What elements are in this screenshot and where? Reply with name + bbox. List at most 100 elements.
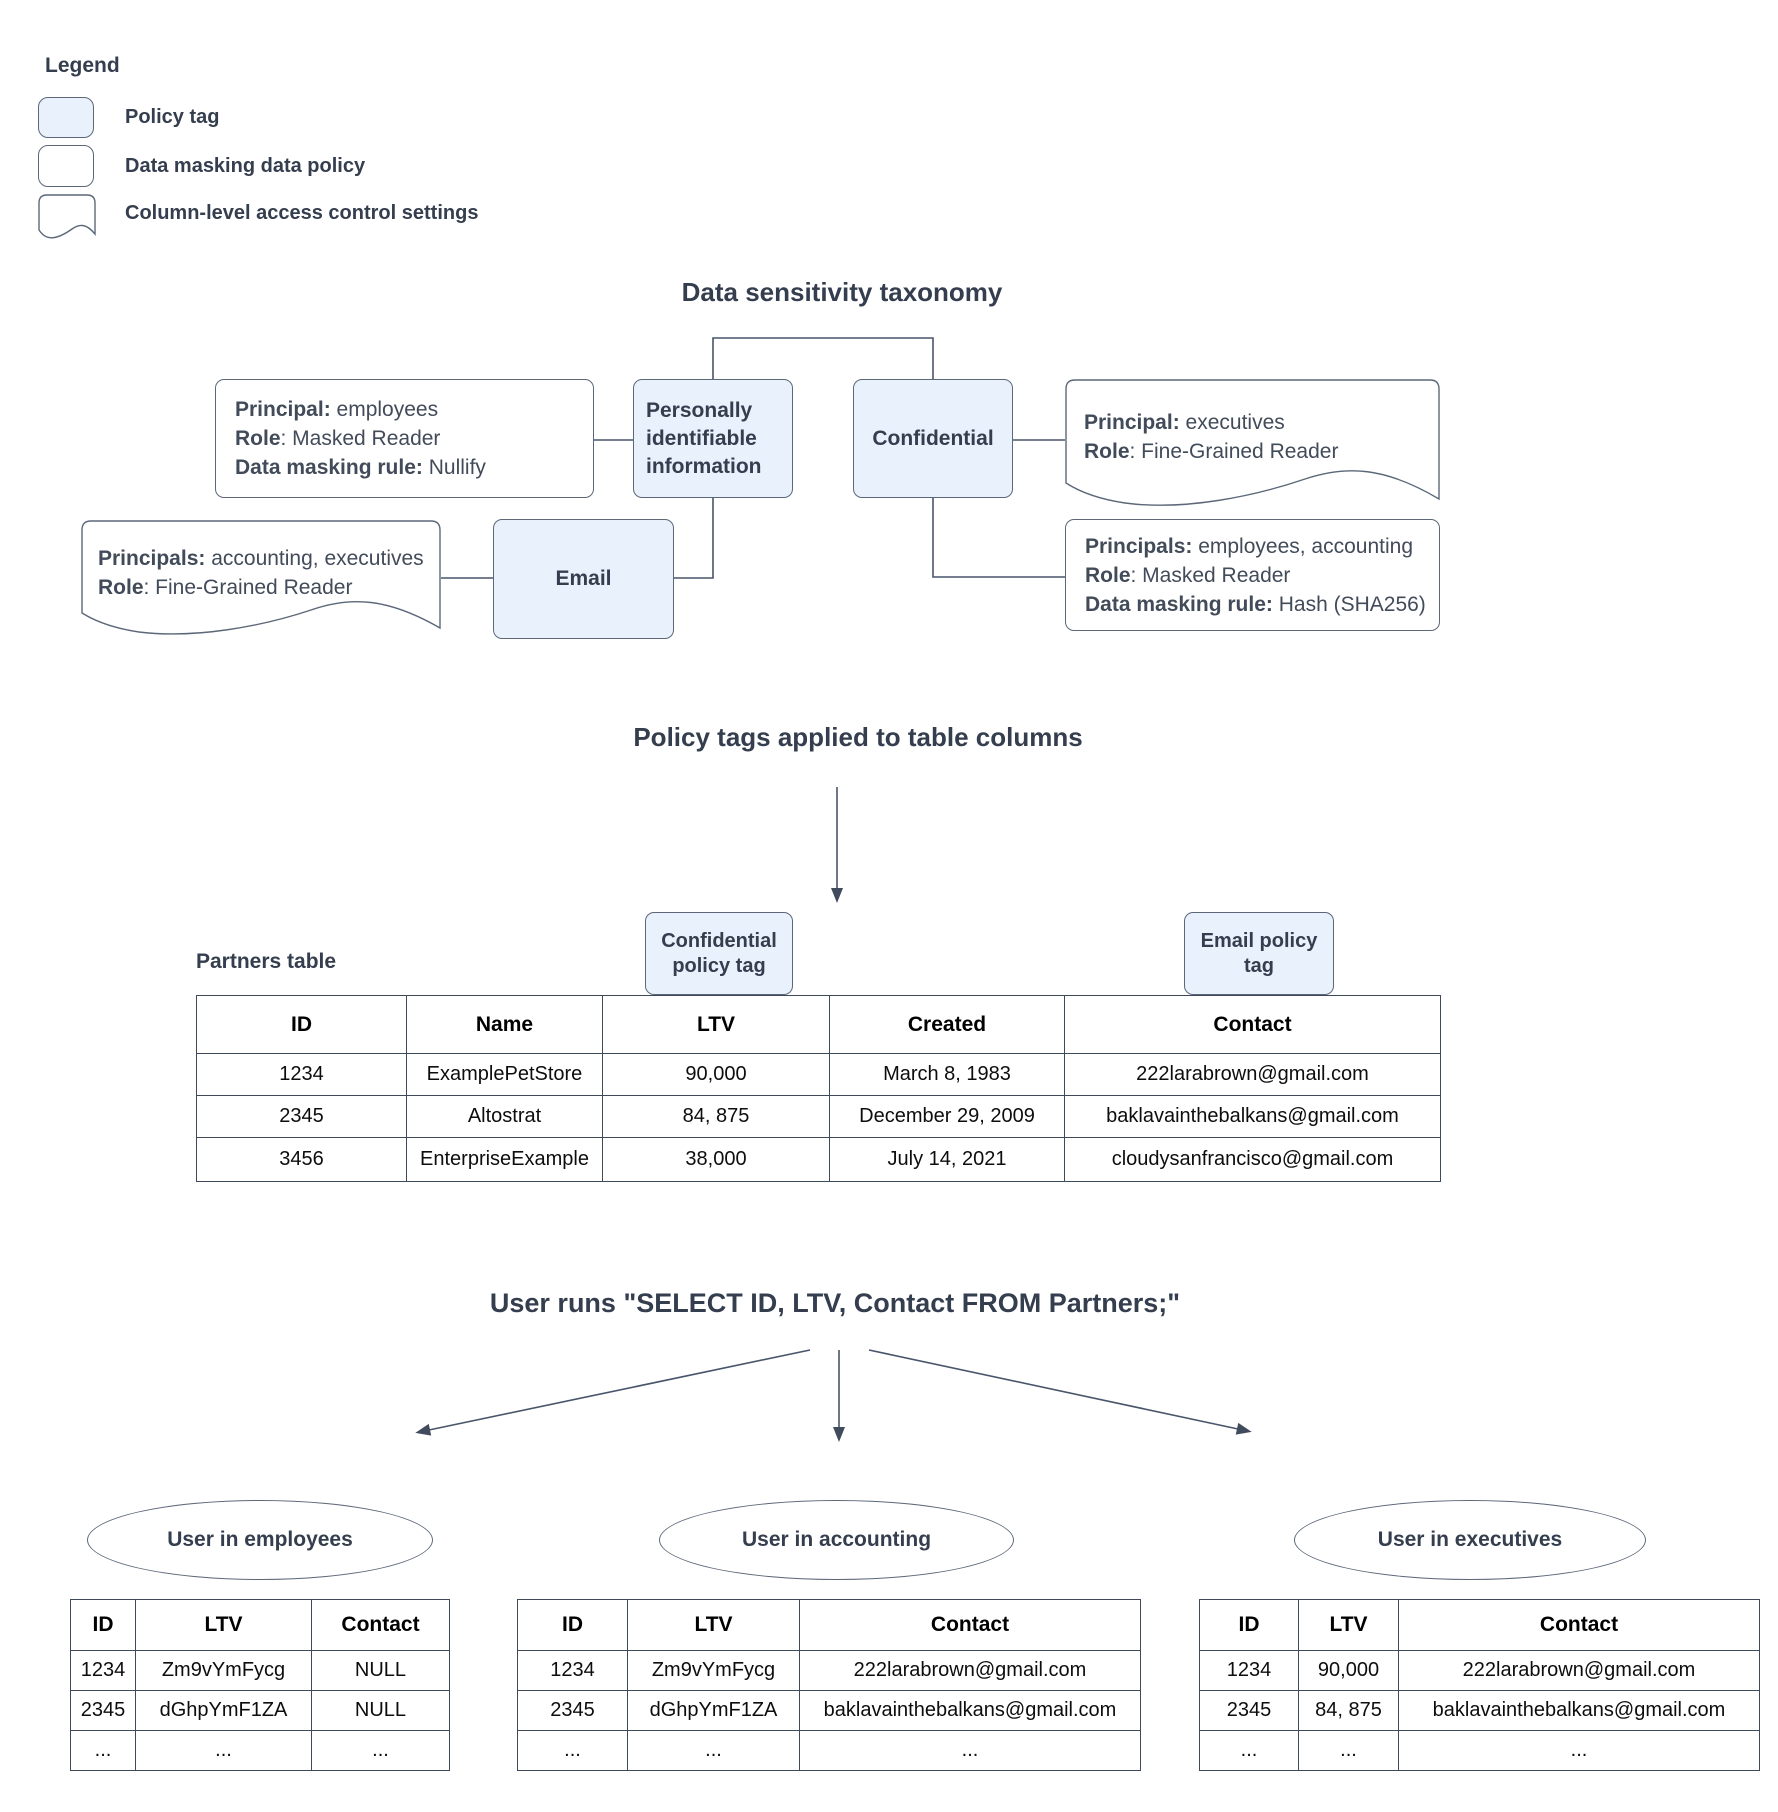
table-row: 2345 dGhpYmF1ZA baklavainthebalkans@gmai… [517, 1690, 1141, 1731]
cell: March 8, 1983 [829, 1053, 1065, 1096]
policy-label: Data masking rule: [235, 456, 423, 479]
column-header: ID [196, 995, 407, 1054]
cell: 2345 [196, 1095, 407, 1138]
employees-result-table: ID LTV Contact 1234 Zm9vYmFycg NULL 2345… [70, 1599, 450, 1771]
data-masking-policy-hash: Principals: employees, accounting Role: … [1065, 519, 1440, 631]
cell: ... [517, 1730, 628, 1771]
table-row: 1234 Zm9vYmFycg 222larabrown@gmail.com [517, 1650, 1141, 1691]
cell: 90,000 [1298, 1650, 1399, 1691]
cell: 222larabrown@gmail.com [1064, 1053, 1441, 1096]
cell: ... [627, 1730, 800, 1771]
policy-value: : Masked Reader [1130, 563, 1291, 587]
cell: NULL [311, 1690, 450, 1731]
confidential-policy-tag-badge: Confidential policy tag [645, 912, 793, 995]
column-access-control-swatch-icon [38, 194, 96, 239]
data-masking-policy-employees: Principal: employees Role: Masked Reader… [215, 379, 594, 498]
cell: 2345 [517, 1690, 628, 1731]
policy-value: : Fine-Grained Reader [143, 575, 353, 599]
column-header: Contact [1398, 1599, 1760, 1651]
cell: ... [799, 1730, 1141, 1771]
table-row: ... ... ... [70, 1730, 450, 1771]
table-row: 2345 84, 875 baklavainthebalkans@gmail.c… [1199, 1690, 1760, 1731]
column-header: ID [517, 1599, 628, 1651]
user-accounting-ellipse: User in accounting [659, 1500, 1014, 1580]
column-header: Name [406, 995, 603, 1054]
table-row: 3456 EnterpriseExample 38,000 July 14, 2… [196, 1137, 1441, 1182]
column-header: Created [829, 995, 1065, 1054]
partners-header-row: ID Name LTV Created Contact [196, 995, 1441, 1054]
column-header: Contact [311, 1599, 450, 1651]
table-row: ... ... ... [1199, 1730, 1760, 1771]
accounting-result-table: ID LTV Contact 1234 Zm9vYmFycg 222larabr… [517, 1599, 1141, 1771]
partners-table-label: Partners table [196, 950, 337, 973]
cell: July 14, 2021 [829, 1137, 1065, 1182]
table-row: 1234 90,000 222larabrown@gmail.com [1199, 1650, 1760, 1691]
cell: 1234 [70, 1650, 136, 1691]
policy-value: accounting, executives [205, 546, 424, 570]
policy-tag-node-pii: Personally identifiable information [633, 379, 793, 498]
legend-item-data-masking: Data masking data policy [125, 155, 366, 177]
bracket-connector [712, 337, 934, 379]
table-row: 1234 ExamplePetStore 90,000 March 8, 198… [196, 1053, 1441, 1096]
cell: 3456 [196, 1137, 407, 1182]
cell: EnterpriseExample [406, 1137, 603, 1182]
policy-section-title: Policy tags applied to table columns [633, 722, 1083, 752]
header-row: ID LTV Contact [70, 1599, 450, 1651]
cell: dGhpYmF1ZA [627, 1690, 800, 1731]
policy-label: Role [1085, 563, 1131, 587]
cell: 2345 [70, 1690, 136, 1731]
cell: dGhpYmF1ZA [135, 1690, 312, 1731]
table-row: 2345 dGhpYmF1ZA NULL [70, 1690, 450, 1731]
cell: ... [1298, 1730, 1399, 1771]
cell: ExamplePetStore [406, 1053, 603, 1096]
query-title: User runs "SELECT ID, LTV, Contact FROM … [489, 1288, 1181, 1318]
cell: 222larabrown@gmail.com [1398, 1650, 1760, 1691]
cell: baklavainthebalkans@gmail.com [1064, 1095, 1441, 1138]
fan-arrow-right [868, 1349, 1252, 1435]
column-header: Contact [1064, 995, 1441, 1054]
column-header: LTV [135, 1599, 312, 1651]
data-masking-policy-swatch-icon [38, 145, 94, 187]
cell: ... [135, 1730, 312, 1771]
policy-value: Nullify [422, 456, 486, 479]
policy-tag-node-confidential: Confidential [853, 379, 1013, 498]
email-policy-tag-badge: Email policy tag [1184, 912, 1334, 995]
user-employees-ellipse: User in employees [87, 1500, 433, 1580]
legend-title: Legend [45, 54, 120, 77]
cell: 84, 875 [602, 1095, 830, 1138]
policy-tag-swatch-icon [38, 97, 94, 138]
taxonomy-title: Data sensitivity taxonomy [681, 277, 1003, 307]
policy-label: Principal: [1084, 410, 1180, 434]
cell: 1234 [517, 1650, 628, 1691]
column-header: LTV [602, 995, 830, 1054]
cell: ... [1199, 1730, 1299, 1771]
policy-label: Principals: [98, 546, 206, 570]
column-header: ID [70, 1599, 136, 1651]
access-control-executives: Principal: executives Role: Fine-Grained… [1065, 379, 1440, 484]
cell: 1234 [1199, 1650, 1299, 1691]
policy-label: Principals: [1085, 534, 1193, 558]
cell: 222larabrown@gmail.com [799, 1650, 1141, 1691]
email-to-pii-connector [674, 498, 714, 579]
access-control-box-accounting-shape [81, 520, 441, 635]
legend-item-column-access: Column-level access control settings [125, 202, 479, 224]
cell: 1234 [196, 1053, 407, 1096]
policy-label: Data masking rule: [1085, 592, 1273, 616]
policy-label: Role [98, 575, 144, 599]
cell: cloudysanfrancisco@gmail.com [1064, 1137, 1441, 1182]
cell: Altostrat [406, 1095, 603, 1138]
header-row: ID LTV Contact [1199, 1599, 1760, 1651]
access-control-box-executives-shape [1065, 379, 1440, 506]
executives-result-table: ID LTV Contact 1234 90,000 222larabrown@… [1199, 1599, 1760, 1771]
user-executives-ellipse: User in executives [1294, 1500, 1646, 1580]
confidential-to-hash-policy-connector [932, 498, 1065, 578]
cell: baklavainthebalkans@gmail.com [1398, 1690, 1760, 1731]
policy-value: : Fine-Grained Reader [1129, 439, 1339, 463]
policy-value: executives [1179, 410, 1285, 434]
column-header: ID [1199, 1599, 1299, 1651]
cell: ... [1398, 1730, 1760, 1771]
access-control-accounting: Principals: accounting, executives Role:… [81, 520, 441, 619]
fan-arrow-left [415, 1349, 811, 1436]
